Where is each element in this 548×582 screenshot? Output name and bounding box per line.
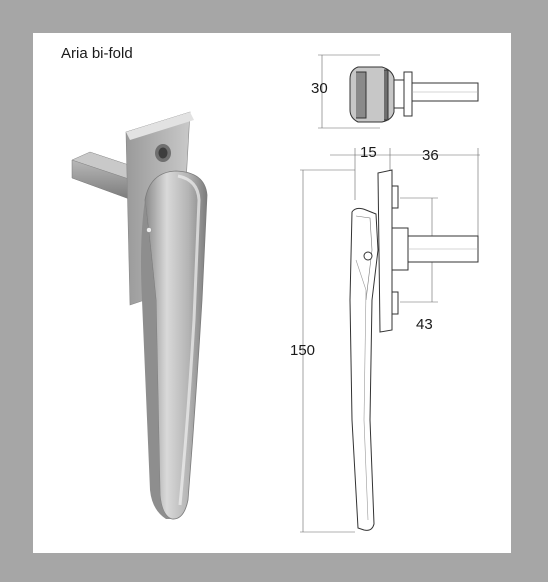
dim-label-offset: 15 bbox=[360, 144, 377, 161]
dim-label-overall: 150 bbox=[290, 342, 316, 359]
dim-label-spindle: 36 bbox=[422, 147, 439, 164]
product-card: Aria bi-fold bbox=[33, 33, 511, 553]
side-view-drawing bbox=[300, 148, 480, 533]
handle-3d-render bbox=[71, 111, 208, 520]
product-title: Aria bi-fold bbox=[61, 45, 133, 62]
dim-label-height: 30 bbox=[311, 80, 328, 97]
dim-label-centres: 43 bbox=[416, 316, 433, 333]
top-view-drawing bbox=[318, 54, 479, 129]
